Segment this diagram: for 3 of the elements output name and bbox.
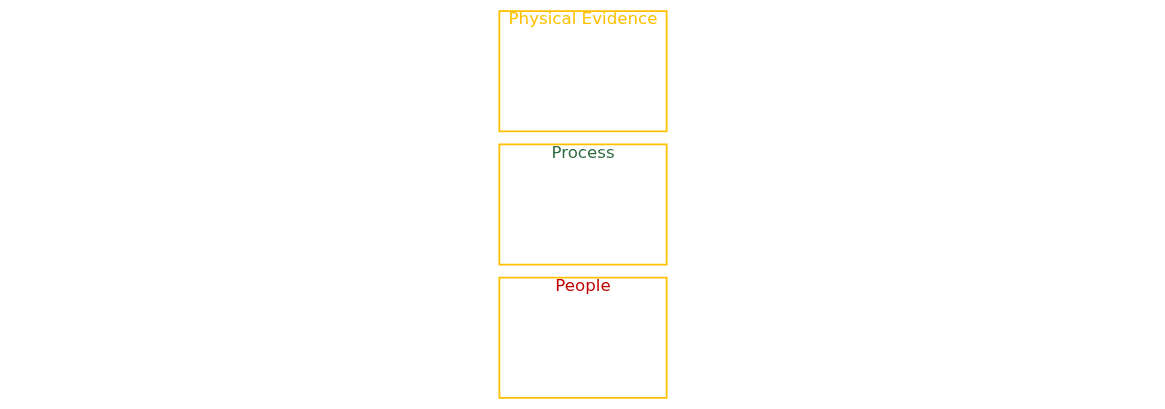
node-box: Process (498, 143, 667, 266)
node-box: People (498, 276, 667, 399)
node-box: Physical Evidence (498, 10, 667, 133)
